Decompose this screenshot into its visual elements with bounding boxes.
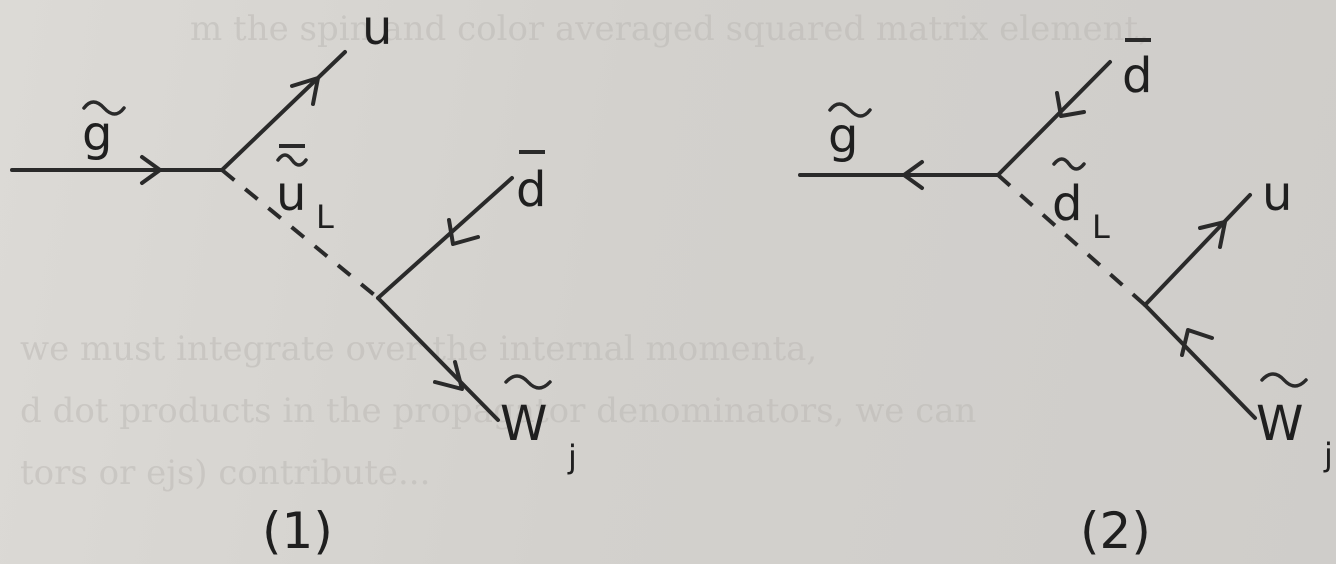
gluino-arrow (140, 155, 162, 185)
caption-1: (1) (262, 502, 333, 560)
squark-propagator (220, 168, 380, 300)
quark-u-arrow (290, 76, 320, 106)
quark-u-line (220, 50, 347, 172)
antiquark-d-arrow (1055, 91, 1086, 118)
antiquark-d-arrow (447, 218, 480, 246)
squark-propagator (996, 173, 1147, 307)
gluino-label: g (82, 106, 112, 162)
gluino-arrow (902, 160, 924, 190)
gluino-label: g (828, 108, 858, 164)
antiquark-d-line (996, 60, 1112, 177)
propagator-tilde (1052, 157, 1086, 171)
diagram-1: g u u L d W j (1) (10, 0, 577, 560)
ghost-line-3: d dot products in the propagator denomin… (20, 391, 976, 431)
quark-u-label: u (362, 0, 392, 56)
wino-label: W (1256, 396, 1303, 452)
antiquark-d-label: d (516, 162, 546, 218)
wino-label: W (500, 396, 547, 452)
wino-line (1143, 303, 1257, 420)
wino-sub: j (567, 438, 577, 476)
ghost-line-1: m the spin and color averaged squared ma… (190, 9, 1149, 49)
antiquark-d-line (376, 176, 514, 300)
quark-u-arrow (1198, 220, 1227, 249)
propagator-label: u (276, 166, 306, 222)
propagator-sub: L (316, 198, 334, 236)
gluino-tilde (82, 100, 126, 116)
ghost-line-4: tors or ejs) contribute... (20, 453, 430, 493)
wino-line (376, 296, 500, 422)
diagram-2: g d d L u W j (2) (798, 38, 1333, 560)
antiquark-d-label: d (1122, 48, 1152, 104)
wino-tilde (1260, 372, 1308, 388)
wino-sub: j (1323, 436, 1333, 474)
ghost-line-2: we must integrate over the internal mome… (20, 329, 817, 369)
wino-arrow (1180, 328, 1214, 357)
caption-2: (2) (1080, 502, 1151, 560)
propagator-sub: L (1092, 208, 1110, 246)
wino-tilde (504, 374, 552, 390)
propagator-tilde (276, 153, 308, 167)
quark-u-line (1143, 193, 1252, 307)
wino-arrow (433, 360, 464, 391)
bleed-through-text: m the spin and color averaged squared ma… (20, 9, 1149, 493)
quark-u-label: u (1262, 166, 1292, 222)
gluino-tilde (828, 102, 872, 118)
propagator-label: d (1052, 176, 1082, 232)
